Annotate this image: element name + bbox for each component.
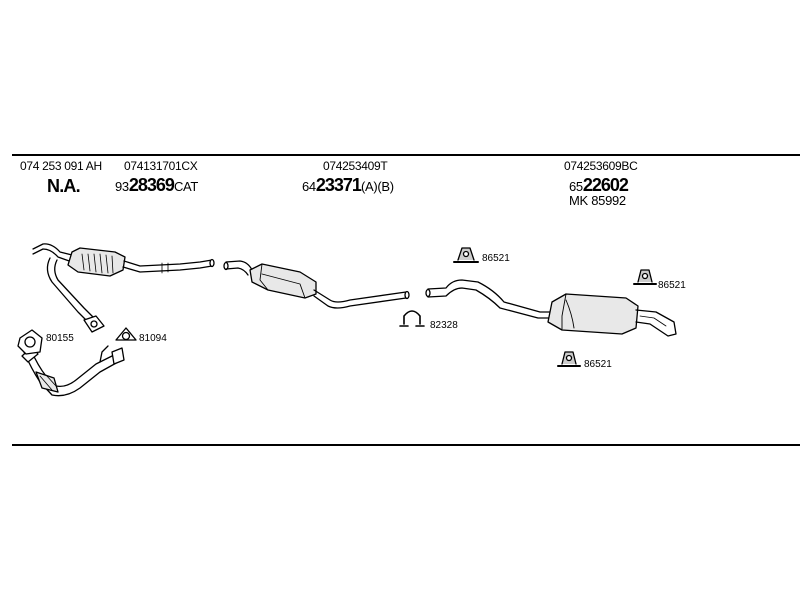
ref-prefix-2: 93 — [115, 179, 129, 194]
ref-part-number-2: 9328369CAT — [115, 176, 198, 195]
ref-part-number-1: N.A. — [47, 176, 81, 196]
gasket-81094 — [115, 327, 137, 341]
rear-silencer — [425, 279, 677, 337]
catalytic-converter-pipe — [32, 243, 215, 333]
label-hanger-a: 86521 — [482, 253, 510, 264]
ref-part-number-4b: MK 85992 — [569, 193, 626, 208]
bottom-rule — [12, 444, 800, 446]
ref-part-number-4: 6522602 — [569, 175, 629, 195]
rubber-hanger-a — [453, 247, 479, 263]
ref-suffix-3: (A)(B) — [360, 179, 394, 194]
ref-suffix-2: CAT — [173, 179, 199, 194]
oem-part-number-2: 074131701CX — [124, 159, 198, 173]
label-82328: 82328 — [430, 320, 458, 331]
ref-bold-3: 23371 — [315, 175, 362, 195]
oem-part-number-3: 074253409T — [323, 159, 388, 173]
ref-prefix-3: 64 — [302, 179, 316, 194]
label-80155: 80155 — [46, 333, 74, 344]
ref-bold-4: 22602 — [582, 175, 629, 195]
rubber-hanger-b — [633, 269, 657, 285]
front-pipe-lower — [21, 345, 125, 397]
gasket-80155 — [17, 329, 43, 355]
rubber-hanger-c — [557, 351, 581, 367]
ref-bold-2: 28369 — [128, 175, 175, 195]
label-81094: 81094 — [139, 333, 167, 344]
label-hanger-c: 86521 — [584, 359, 612, 370]
clamp-82328 — [399, 310, 425, 327]
centre-silencer — [223, 260, 410, 309]
oem-part-number-4: 074253609BC — [564, 159, 638, 173]
ref-part-number-3: 6423371(A)(B) — [302, 176, 394, 195]
label-hanger-b: 86521 — [658, 280, 686, 291]
top-rule — [12, 154, 800, 156]
ref-prefix-4: 65 — [569, 179, 583, 194]
oem-part-number-1: 074 253 091 AH — [20, 159, 102, 173]
